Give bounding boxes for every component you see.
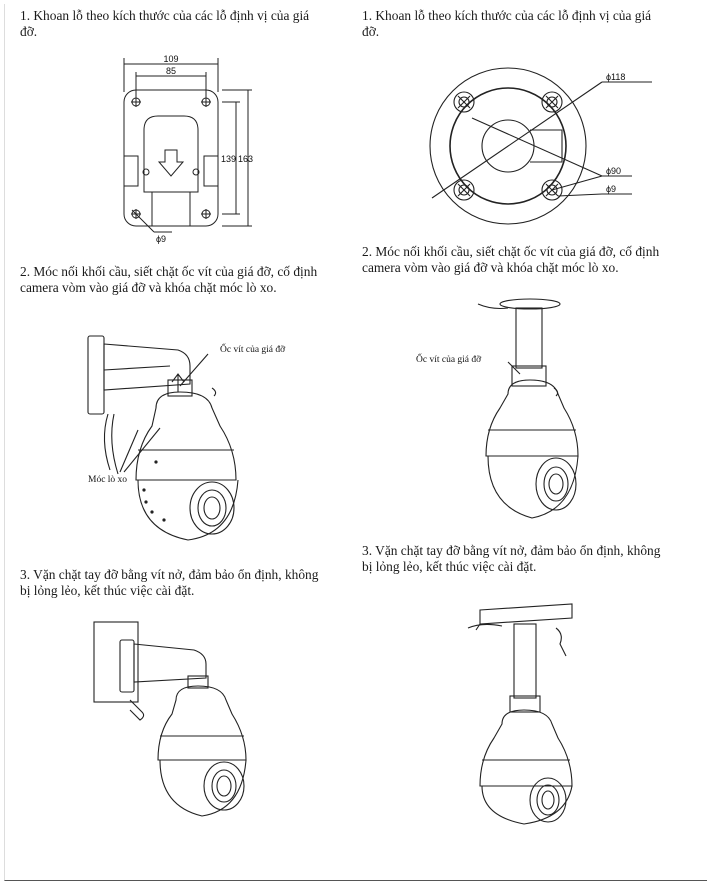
dim-width-outer: 109 — [163, 54, 178, 64]
dim-outer-diameter: ϕ118 — [606, 72, 625, 82]
label-bracket-screw-right: Ốc vít của giá đỡ — [416, 352, 482, 365]
dim-pitch-diameter: ϕ90 — [606, 166, 621, 176]
right-step-2-text: 2. Móc nối khối cầu, siết chặt ốc vít củ… — [362, 244, 660, 275]
ceiling-pendant-camera-illustration: Ốc vít của giá đỡ — [416, 298, 579, 519]
label-bracket-screw: Ốc vít của giá đỡ — [220, 342, 286, 355]
dim-hole-diameter: ϕ9 — [156, 234, 166, 244]
ceiling-plate-dimension-drawing: ϕ118 ϕ90 ϕ9 — [429, 67, 652, 225]
ceiling-mounted-camera-final-illustration — [467, 603, 573, 825]
dim-width-inner: 85 — [166, 66, 176, 76]
wall-bracket-camera-illustration: Ốc vít của giá đỡ Móc lò xo — [87, 335, 286, 541]
dim-hole-diameter-right: ϕ9 — [606, 184, 616, 194]
wall-mounted-camera-final-illustration — [93, 621, 247, 817]
right-step-1-text: 1. Khoan lỗ theo kích thước của các lỗ đ… — [362, 8, 652, 39]
dim-height-inner: 139 — [221, 154, 236, 164]
wall-bracket-dimension-drawing: 109 85 139 163 ϕ9 — [123, 54, 253, 244]
dim-height-outer: 163 — [238, 154, 253, 164]
left-step-3-text: 3. Vặn chặt tay đỡ bằng vít nở, đảm bảo … — [20, 567, 319, 598]
right-step-3-text: 3. Vặn chặt tay đỡ bằng vít nở, đảm bảo … — [362, 543, 661, 574]
left-step-1-text: 1. Khoan lỗ theo kích thước của các lỗ đ… — [20, 8, 310, 39]
label-spring-hook: Móc lò xo — [88, 475, 127, 485]
page-frame — [4, 4, 707, 881]
left-step-2-text: 2. Móc nối khối cầu, siết chặt ốc vít củ… — [20, 264, 318, 295]
